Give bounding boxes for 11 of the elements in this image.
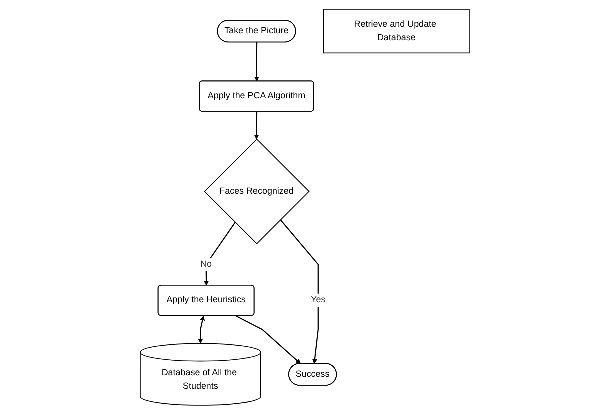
node-diamond — [204, 138, 310, 245]
arrow — [280, 220, 319, 364]
arrow — [254, 112, 260, 140]
arrow — [235, 315, 302, 364]
edge-label: No — [200, 260, 212, 270]
arrow — [254, 42, 260, 82]
flowchart-drawing: No Yes Take the Picture Apply the PCA Algorithm Faces Recognized Apply the Heuristics Database of All the Students Retrieve and Update Database Success — [136, 5, 474, 410]
arrow — [198, 316, 206, 344]
edge-label: Yes — [311, 295, 326, 305]
node-box — [323, 9, 470, 54]
arrow — [204, 222, 236, 286]
